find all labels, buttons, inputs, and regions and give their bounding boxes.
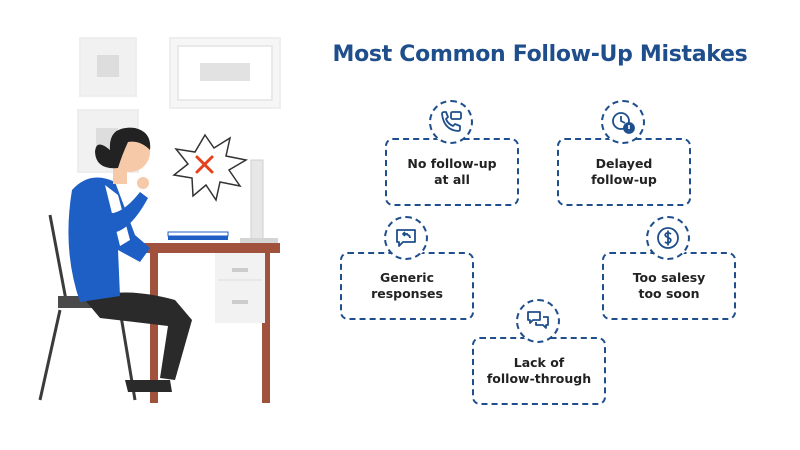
mistake-card-generic: Generic responses	[340, 252, 474, 320]
dollar-coin-icon	[646, 216, 690, 260]
page-title: Most Common Follow-Up Mistakes	[332, 42, 748, 67]
mistake-label: Lack of follow-through	[486, 355, 592, 386]
phone-chat-icon	[429, 100, 473, 144]
error-burst-icon	[172, 133, 249, 202]
book-stack	[167, 231, 229, 240]
person	[68, 127, 192, 392]
mistake-label: Too salesy too soon	[632, 270, 706, 301]
mistake-label: No follow-up at all	[407, 156, 497, 187]
desk	[140, 243, 280, 403]
wall-frames	[77, 37, 281, 173]
clock-alert-icon	[601, 100, 645, 144]
mistake-card-no-follow-up: No follow-up at all	[385, 138, 519, 206]
mistake-label: Generic responses	[371, 270, 443, 301]
stressed-worker-illustration	[38, 37, 281, 403]
mistake-card-too-salesy: Too salesy too soon	[602, 252, 736, 320]
monitor	[240, 159, 278, 243]
mistake-card-lack-of-follow-through: Lack of follow-through	[472, 337, 606, 405]
mistake-label: Delayed follow-up	[591, 156, 657, 187]
chat-bubbles-icon	[516, 299, 560, 343]
reply-message-icon	[384, 216, 428, 260]
mistake-card-delayed: Delayed follow-up	[557, 138, 691, 206]
